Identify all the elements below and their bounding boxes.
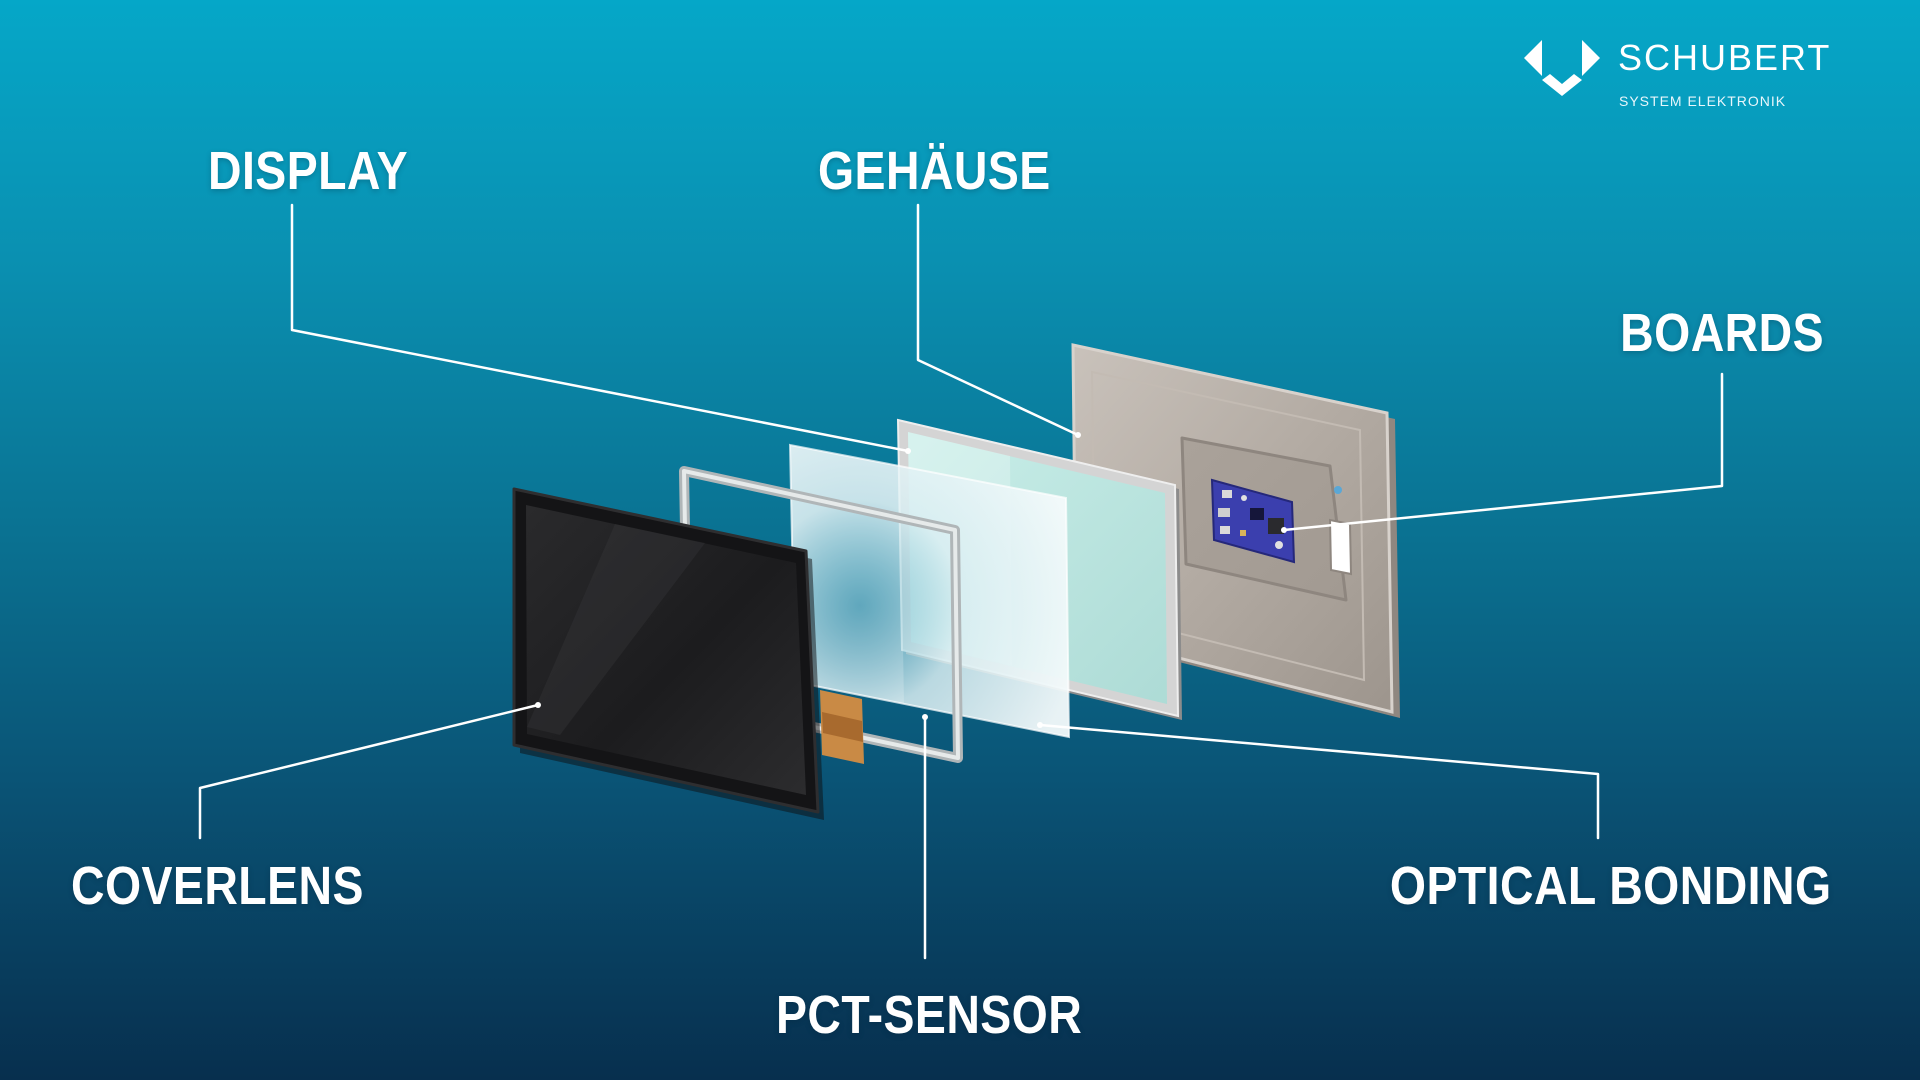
display-label: DISPLAY: [208, 141, 409, 201]
boards-layer: [1210, 478, 1296, 564]
display-leader-line: [290, 203, 910, 453]
schubert-logo: SCHUBERT SYSTEM ELEKTRONIK: [1522, 36, 1882, 112]
optical-bonding-label: OPTICAL BONDING: [1390, 856, 1832, 916]
optical-bonding-leader-line: [1038, 723, 1600, 840]
coverlens-layer: [512, 487, 824, 820]
pct-sensor-label: PCT-SENSOR: [776, 985, 1083, 1045]
logo-tagline: SYSTEM ELEKTRONIK: [1619, 93, 1787, 109]
schubert-logo-mark-icon: [1524, 40, 1600, 96]
logo-company-name: SCHUBERT: [1618, 37, 1832, 78]
gehaeuse-leader-line: [916, 203, 1080, 437]
coverlens-label: COVERLENS: [71, 856, 364, 916]
coverlens-leader-line: [198, 703, 540, 840]
gehaeuse-label: GEHÄUSE: [818, 141, 1051, 201]
leader-end-dots: [535, 432, 1287, 728]
leader-lines: [198, 203, 1724, 960]
boards-label: BOARDS: [1620, 303, 1824, 363]
optical-bonding-layer: [788, 443, 1071, 739]
boards-leader-line: [1282, 372, 1724, 532]
